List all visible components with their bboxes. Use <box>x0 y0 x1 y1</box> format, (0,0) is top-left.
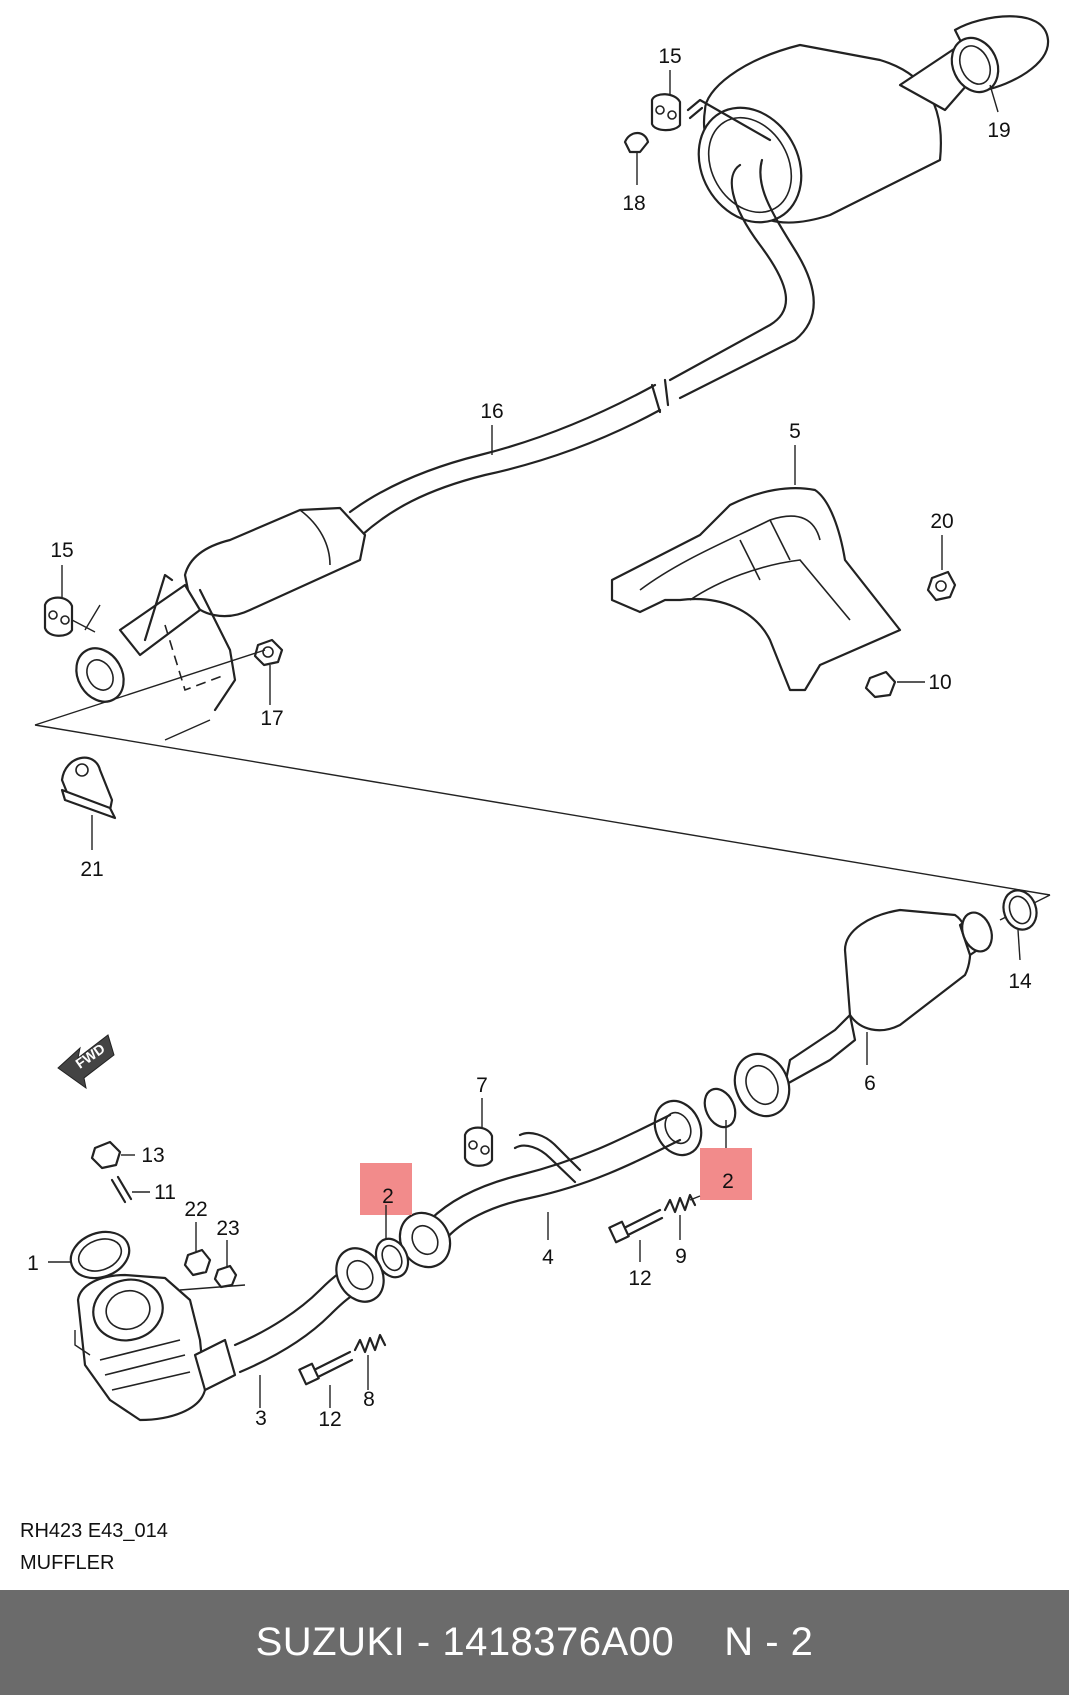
callout-17: 17 <box>260 707 283 730</box>
callout-11: 11 <box>154 1181 176 1204</box>
bolt-12-left <box>298 1350 354 1386</box>
callout-19: 19 <box>987 119 1010 142</box>
nut-10 <box>864 670 897 699</box>
nut-23 <box>213 1264 238 1289</box>
callout-3: 3 <box>255 1407 267 1430</box>
callout-1: 1 <box>27 1252 39 1275</box>
footer-part-number: SUZUKI - 1418376A00 <box>255 1620 675 1664</box>
flange-6 <box>703 1052 791 1129</box>
callout-2-left: 2 <box>382 1185 394 1208</box>
hanger-15-top <box>650 93 682 132</box>
callout-16: 16 <box>480 400 503 423</box>
footer-text: SUZUKI - 1418376A00 N - 2 <box>256 1620 814 1665</box>
nut-13 <box>90 1140 122 1170</box>
exhaust-diagram: FWD 15 18 19 16 5 20 15 17 10 21 14 6 7 … <box>27 15 1051 1431</box>
heat-shield <box>610 487 902 692</box>
callout-2-right: 2 <box>722 1170 734 1193</box>
callout-10: 10 <box>928 671 951 694</box>
hanger-21 <box>60 756 117 820</box>
callout-21: 21 <box>80 858 103 881</box>
stud-11 <box>110 1175 133 1204</box>
callout-7: 7 <box>476 1074 488 1097</box>
callout-15-left: 15 <box>50 539 73 562</box>
catalytic-converter <box>783 889 1038 1087</box>
diagram-code: RH423 E43_014 <box>20 1520 168 1542</box>
callout-9: 9 <box>675 1245 687 1268</box>
callout-14: 14 <box>1008 970 1032 993</box>
callout-15-top: 15 <box>658 45 681 68</box>
callout-5: 5 <box>789 420 801 443</box>
clip-18 <box>623 131 650 154</box>
gasket-1 <box>69 1230 131 1280</box>
bolt-12-right <box>608 1208 664 1244</box>
callout-8: 8 <box>363 1388 375 1411</box>
callout-4: 4 <box>542 1246 554 1269</box>
nut-22 <box>183 1248 212 1277</box>
callout-22: 22 <box>184 1198 207 1221</box>
callout-18: 18 <box>622 192 645 215</box>
callout-23: 23 <box>216 1217 239 1240</box>
spring-9 <box>663 1193 697 1214</box>
front-pipe <box>398 1099 703 1269</box>
callout-20: 20 <box>930 510 953 533</box>
nut-17 <box>253 638 284 667</box>
center-pipe <box>75 383 662 712</box>
hanger-15-left <box>43 596 74 637</box>
fwd-arrow: FWD <box>57 1034 115 1090</box>
hanger-7 <box>463 1126 494 1167</box>
exhaust-manifold <box>76 1273 237 1422</box>
highlight-box-2-right <box>700 1148 752 1200</box>
rear-muffler <box>686 42 983 224</box>
tail-pipe-tip <box>950 15 1050 94</box>
callout-12-right: 12 <box>628 1267 651 1290</box>
callout-13: 13 <box>141 1144 164 1167</box>
rear-pipe <box>663 158 815 407</box>
callout-6: 6 <box>864 1072 876 1095</box>
callout-12-left: 12 <box>318 1408 341 1431</box>
footer-bar: SUZUKI - 1418376A00 N - 2 <box>0 1590 1069 1695</box>
pipe-3 <box>233 1247 385 1374</box>
nut-20 <box>926 570 957 602</box>
diagram-title: MUFFLER <box>20 1552 115 1574</box>
footer-quantity: N - 2 <box>724 1620 814 1664</box>
spring-8 <box>353 1333 387 1354</box>
